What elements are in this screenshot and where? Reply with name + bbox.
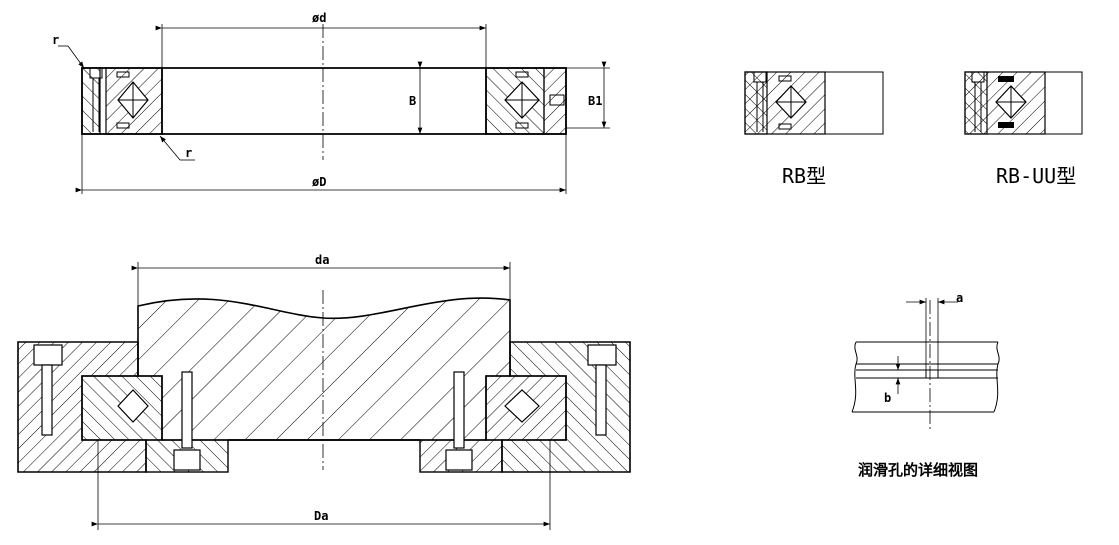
lube-hole-detail xyxy=(851,298,1000,430)
top-section-view xyxy=(58,24,610,194)
dim-label-da: da xyxy=(315,253,329,267)
dim-label-D: øD xyxy=(312,175,326,189)
radius-label-top: r xyxy=(52,33,59,47)
rb-uu-type-view xyxy=(964,71,1083,135)
radius-label-bottom: r xyxy=(185,146,192,160)
caption-rb-uu-type: RB-UU型 xyxy=(996,164,1076,188)
dim-label-a: a xyxy=(956,291,963,305)
dim-label-b: b xyxy=(884,391,891,405)
dim-label-Da: Da xyxy=(314,509,328,523)
dim-label-d: ød xyxy=(312,11,326,25)
rb-type-view xyxy=(744,71,884,135)
caption-rb-type: RB型 xyxy=(782,164,826,188)
assembly-view xyxy=(17,262,631,530)
caption-lube-hole-detail: 润滑孔的详细视图 xyxy=(858,461,978,479)
dim-label-B1: B1 xyxy=(588,94,602,108)
dim-label-B: B xyxy=(409,94,416,108)
